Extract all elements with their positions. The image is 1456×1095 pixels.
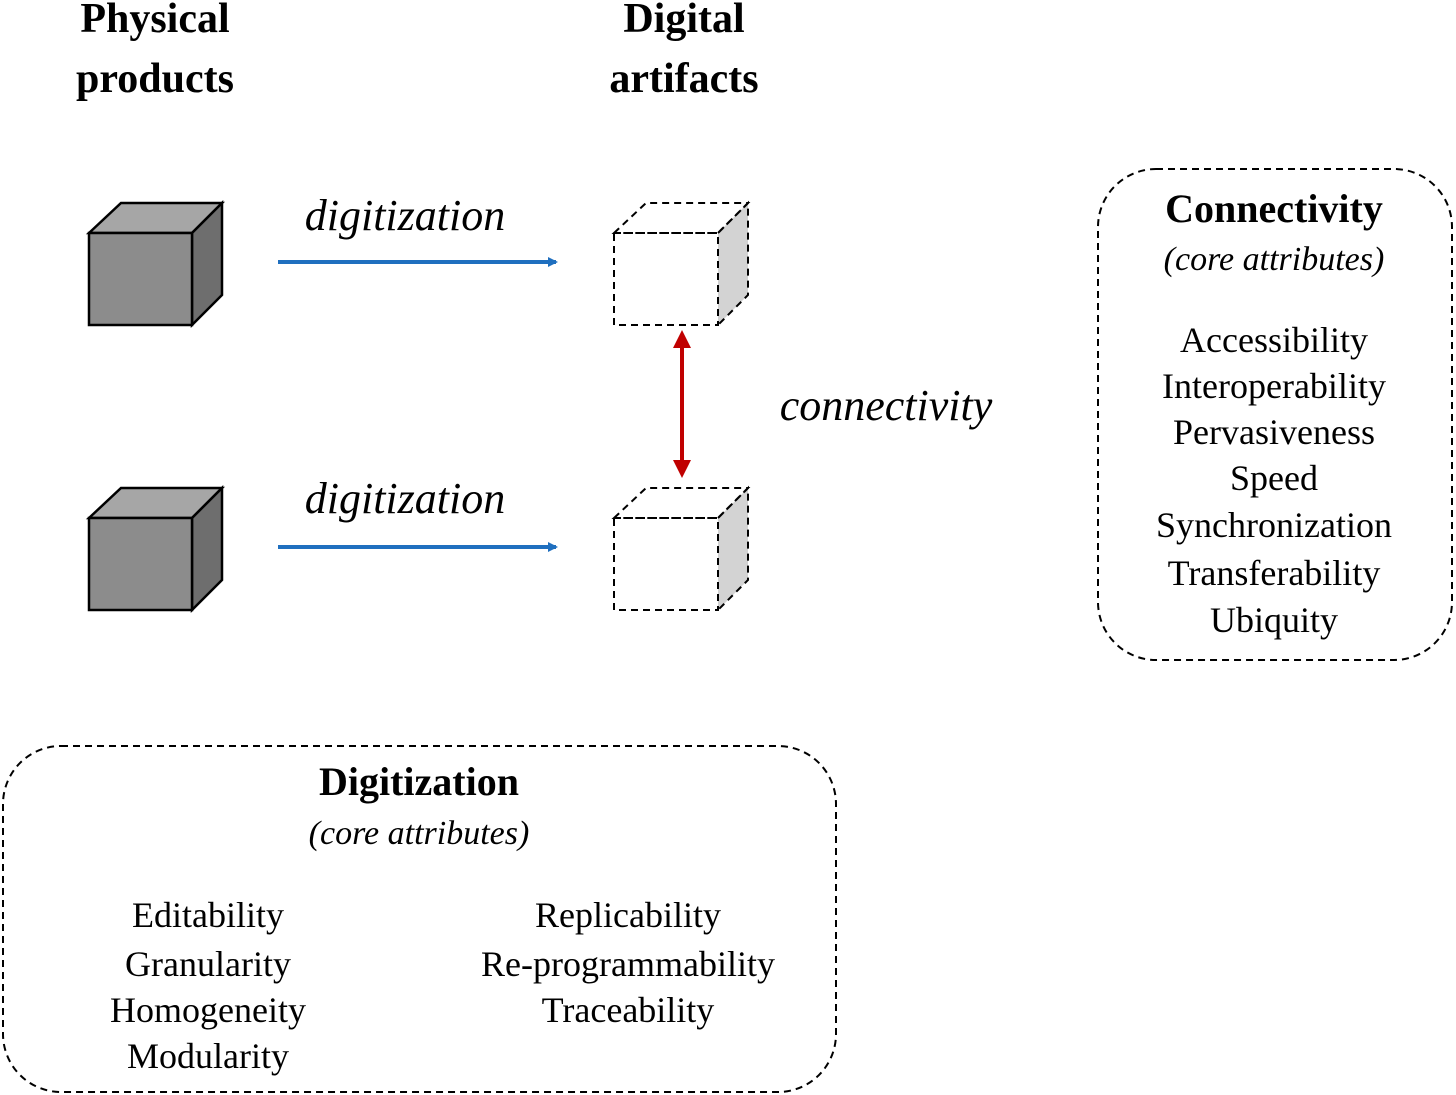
digitization-attribute-item: Traceability [542,990,715,1030]
digitization-box-title: Digitization [319,759,519,804]
physical-product-cube-bottom [85,484,226,614]
connectivity-arrow-label: connectivity [780,381,993,430]
connectivity-attribute-item: Pervasiveness [1173,412,1375,452]
digitization-attribute-item: Replicability [535,895,721,935]
digitization-attribute-item: Granularity [125,944,291,984]
digitization-attribute-item: Modularity [127,1036,289,1076]
physical-products-header-line2: products [76,56,234,102]
connectivity-box-subtitle: (core attributes) [1164,241,1385,278]
connectivity-box-title: Connectivity [1165,186,1383,231]
digital-artifact-cube-bottom [611,485,751,611]
physical-product-cube-top [85,199,226,329]
digital-artifacts-header-line2: artifacts [609,56,758,102]
connectivity-attributes-box [1097,168,1453,661]
connectivity-attribute-item: Synchronization [1156,505,1392,545]
digitization-arrow-label-bottom: digitization [305,474,505,523]
connectivity-attribute-item: Ubiquity [1210,600,1338,640]
physical-products-header-line1: Physical [80,0,229,42]
connectivity-attribute-item: Accessibility [1180,320,1368,360]
digitization-attribute-item: Editability [132,895,284,935]
connectivity-arrow [673,330,691,478]
connectivity-attribute-item: Interoperability [1162,366,1386,406]
digitization-box-subtitle: (core attributes) [309,815,530,852]
digital-artifact-cube-top [611,200,751,326]
digitization-attribute-item: Homogeneity [110,990,306,1030]
digitization-attribute-item: Re-programmability [481,944,775,984]
connectivity-attribute-item: Transferability [1168,553,1381,593]
digitization-arrow-label-top: digitization [305,191,505,240]
connectivity-attribute-item: Speed [1230,458,1318,498]
digital-artifacts-header-line1: Digital [623,0,744,42]
